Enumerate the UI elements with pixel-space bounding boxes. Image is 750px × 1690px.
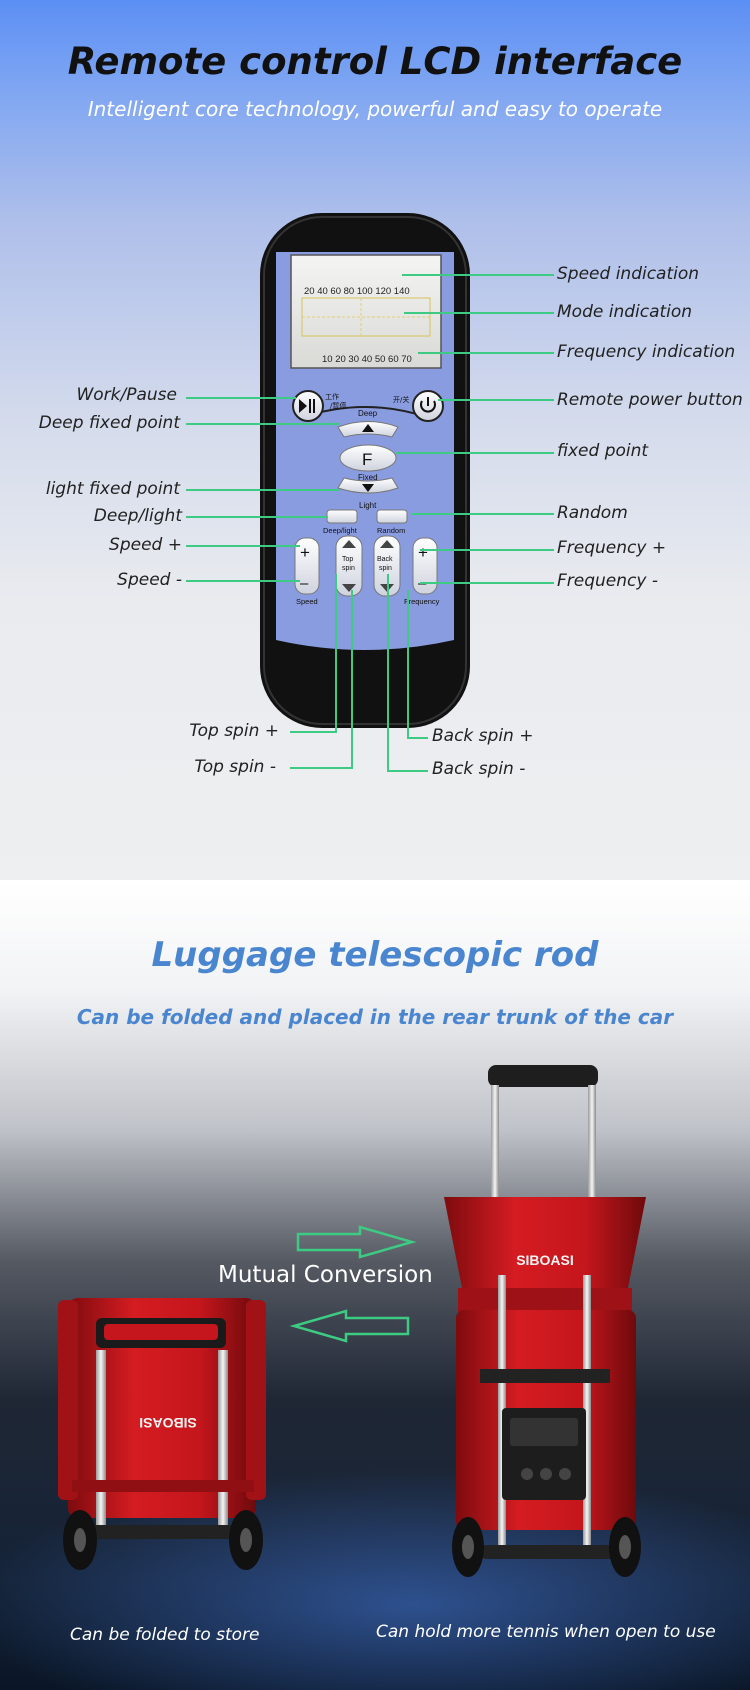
svg-text:Light: Light <box>359 501 377 510</box>
svg-text:Deep: Deep <box>358 409 378 418</box>
svg-text:Deep/light: Deep/light <box>323 526 358 535</box>
svg-text:开/关: 开/关 <box>393 395 409 404</box>
svg-text:Random: Random <box>377 526 405 535</box>
work-pause-button <box>292 390 324 422</box>
remote-illustration: 20 40 60 80 100 120 140 10 20 30 40 50 6… <box>186 213 554 772</box>
svg-text:Speed: Speed <box>296 597 318 606</box>
deep-light-button <box>326 509 358 524</box>
callout-back-spin-plus: Back spin + <box>432 726 534 746</box>
svg-text:+: + <box>418 543 428 562</box>
svg-text:+: + <box>300 543 310 562</box>
callout-top-spin-plus: Top spin + <box>189 721 279 741</box>
callout-speed-plus: Speed + <box>109 535 182 555</box>
caption-folded: Can be folded to store <box>70 1625 260 1645</box>
caption-open: Can hold more tennis when open to use <box>376 1622 716 1642</box>
callout-lines <box>186 274 554 772</box>
frequency-buttons <box>412 537 438 595</box>
random-button <box>376 509 408 524</box>
callout-mode-indication: Mode indication <box>557 302 693 322</box>
svg-text:Top: Top <box>342 556 353 563</box>
callout-work-pause: Work/Pause <box>76 385 177 405</box>
callout-frequency-minus: Frequency - <box>557 571 658 591</box>
svg-text:Back: Back <box>377 556 393 563</box>
callout-remote-power-button: Remote power button <box>557 390 743 410</box>
svg-text:spin: spin <box>379 565 392 572</box>
callout-speed-minus: Speed - <box>117 570 182 590</box>
mutual-conversion-label: Mutual Conversion <box>218 1262 433 1288</box>
callout-frequency-plus: Frequency + <box>557 538 667 558</box>
callout-random: Random <box>557 503 628 523</box>
callout-top-spin-minus: Top spin - <box>194 757 276 777</box>
remote-section-subtitle: Intelligent core technology, powerful an… <box>87 97 663 121</box>
callout-back-spin-minus: Back spin - <box>432 759 526 779</box>
fixed-button <box>339 444 397 472</box>
top-spin-buttons <box>335 535 363 597</box>
remote-section-title: Remote control LCD interface <box>67 40 683 83</box>
lcd-frequency-scale: 10 20 30 40 50 60 70 <box>322 354 412 365</box>
speed-buttons <box>294 537 320 595</box>
callout-fixed-point: fixed point <box>557 441 649 461</box>
svg-text:工作: 工作 <box>325 392 339 401</box>
callout-light-fixed-point: light fixed point <box>45 479 180 499</box>
svg-text:Fixed: Fixed <box>358 473 378 482</box>
luggage-section-title: Luggage telescopic rod <box>151 935 599 975</box>
lcd-speed-scale: 20 40 60 80 100 120 140 <box>304 286 410 297</box>
callout-deep-light: Deep/light <box>93 506 182 526</box>
svg-text:–: – <box>300 575 309 592</box>
luggage-section-subtitle: Can be folded and placed in the rear tru… <box>76 1005 674 1029</box>
lcd-screen <box>290 254 442 369</box>
callout-frequency-indication: Frequency indication <box>557 342 736 362</box>
svg-text:F: F <box>362 450 372 469</box>
callout-speed-indication: Speed indication <box>557 264 700 284</box>
callout-deep-fixed-point: Deep fixed point <box>38 413 180 433</box>
svg-text:Frequency: Frequency <box>404 597 440 606</box>
svg-text:/暂停: /暂停 <box>330 401 346 410</box>
svg-text:spin: spin <box>342 565 355 572</box>
